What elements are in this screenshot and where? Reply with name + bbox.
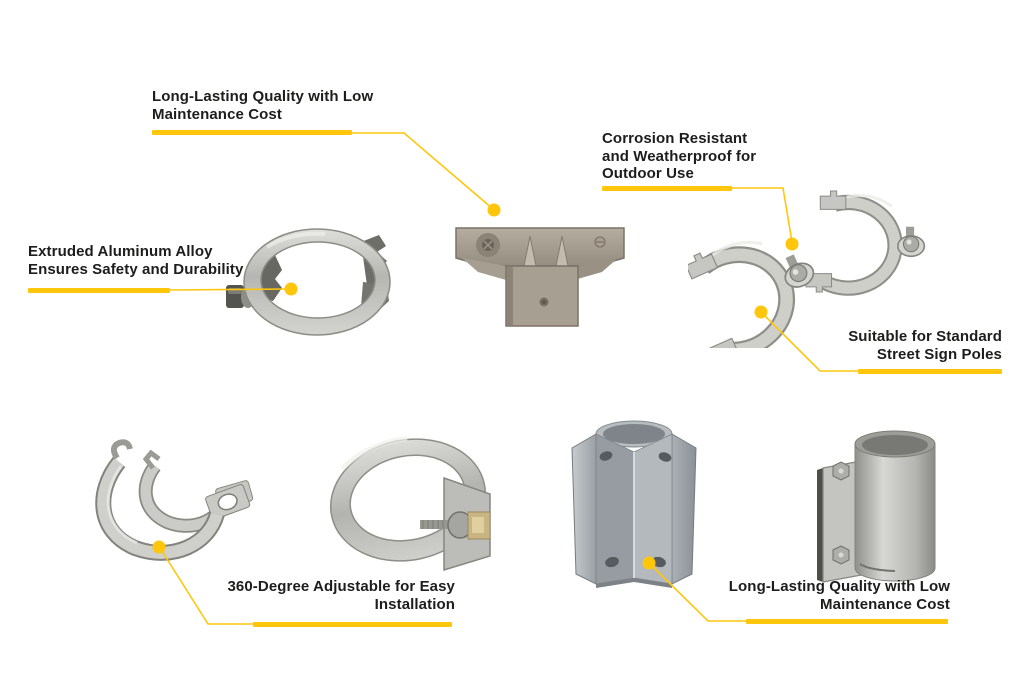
callout-text-line: Corrosion Resistant — [602, 130, 748, 147]
callout-text-line: and Weatherproof for — [602, 147, 757, 165]
t-bracket-illustration — [455, 227, 625, 327]
callout-text-line: Long-Lasting Quality with Low — [728, 578, 950, 595]
callout-text-line: Suitable for Standard — [848, 328, 1002, 345]
callout-top-middle: Corrosion Resistant and Weatherproof for… — [602, 130, 756, 183]
callout-text-line: Street Sign Poles — [876, 345, 1002, 363]
callout-underline — [28, 288, 170, 293]
callout-top-left: Long-Lasting Quality with Low Maintenanc… — [152, 88, 373, 123]
u-straps-illustration — [95, 439, 254, 561]
callout-underline — [858, 369, 1002, 374]
callout-text-line: Installation — [374, 595, 455, 613]
product-photo-t-bracket — [448, 220, 632, 332]
leader-line-top-left — [352, 132, 501, 217]
callout-text-line: Long-Lasting Quality with Low — [152, 88, 374, 105]
product-photo-band-clamp — [320, 426, 508, 580]
product-photo-u-straps — [85, 436, 260, 568]
product-photo-c-clamps — [688, 186, 938, 348]
channel-bracket-illustration — [571, 420, 697, 588]
callout-text-line: Outdoor Use — [602, 165, 694, 182]
callout-bottom-right: Long-Lasting Quality with Low Maintenanc… — [729, 578, 950, 613]
callout-left: Extruded Aluminum Alloy Ensures Safety a… — [28, 243, 243, 278]
callout-underline — [152, 130, 352, 135]
callout-bottom-left: 360-Degree Adjustable for Easy Installat… — [227, 578, 455, 613]
round-post-clamp-illustration — [226, 228, 391, 336]
product-photo-round-post-clamp — [225, 222, 395, 340]
callout-underline — [253, 622, 452, 627]
product-photo-sleeve-clamp — [793, 424, 943, 586]
callout-right: Suitable for Standard Street Sign Poles — [848, 328, 1002, 363]
band-clamp-illustration — [329, 436, 491, 572]
callout-text-line: Extruded Aluminum Alloy — [28, 243, 213, 260]
product-photo-channel-bracket — [566, 416, 702, 588]
callout-text-line: Maintenance Cost — [820, 595, 950, 613]
callout-text-line: 360-Degree Adjustable for Easy — [227, 578, 455, 595]
c-clamps-illustration — [688, 191, 924, 348]
sleeve-clamp-illustration — [817, 430, 936, 583]
callout-text-line: Ensures Safety and Durability — [28, 260, 244, 278]
callout-underline — [602, 186, 732, 191]
callout-text-line: Maintenance Cost — [152, 105, 282, 123]
callout-underline — [746, 619, 948, 624]
